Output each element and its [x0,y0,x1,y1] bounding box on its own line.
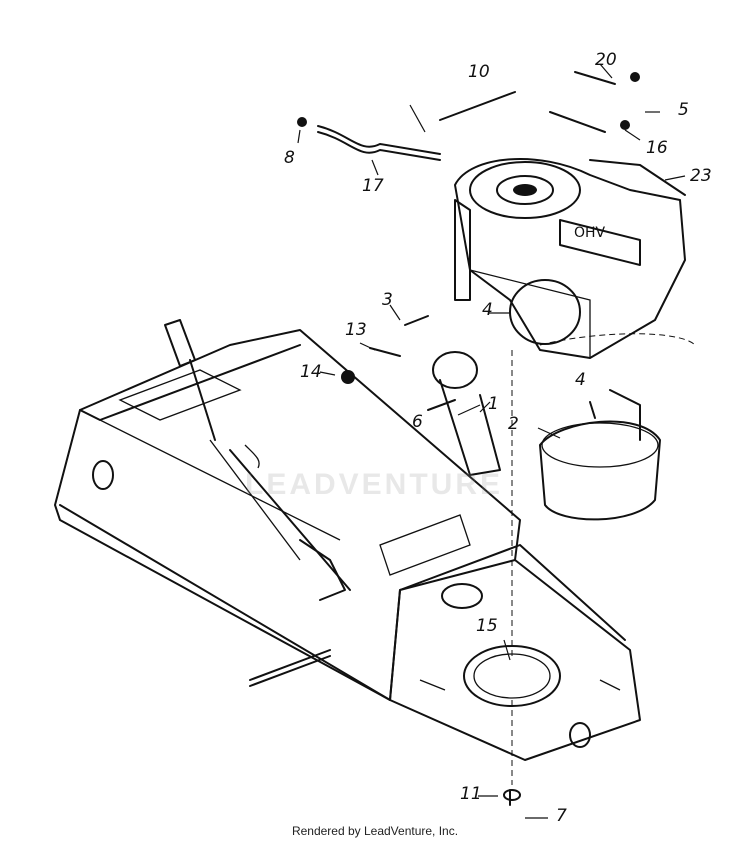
callout-16: 16 [646,138,668,158]
callout-4-upper: 4 [482,300,493,320]
engine [454,158,686,359]
callout-2: 2 [508,414,519,434]
callout-4-lower: 4 [575,370,586,390]
callout-10: 10 [468,62,490,82]
callout-1: 1 [488,394,499,414]
parts-diagram [54,63,696,819]
callout-20: 20 [595,50,617,70]
engine-pulley [432,351,501,476]
engine-badge: OHV [574,225,606,241]
callout-3: 3 [382,290,393,310]
callout-17: 17 [362,176,384,196]
watermark: LEADVENTURE [245,468,504,501]
lift-lever [164,319,346,601]
callout-6: 6 [412,412,423,432]
callout-8: 8 [284,148,295,168]
leader-lines [297,63,696,819]
callout-23: 23 [690,166,712,186]
callout-5: 5 [678,100,689,120]
frame [54,329,641,761]
callout-15: 15 [476,616,498,636]
callout-11: 11 [460,784,482,804]
belt-shield [539,389,661,521]
hardware [297,71,640,806]
credit-line: Rendered by LeadVenture, Inc. [291,824,459,838]
callout-7: 7 [556,806,567,826]
callout-13: 13 [345,320,367,340]
callout-14: 14 [300,362,322,382]
